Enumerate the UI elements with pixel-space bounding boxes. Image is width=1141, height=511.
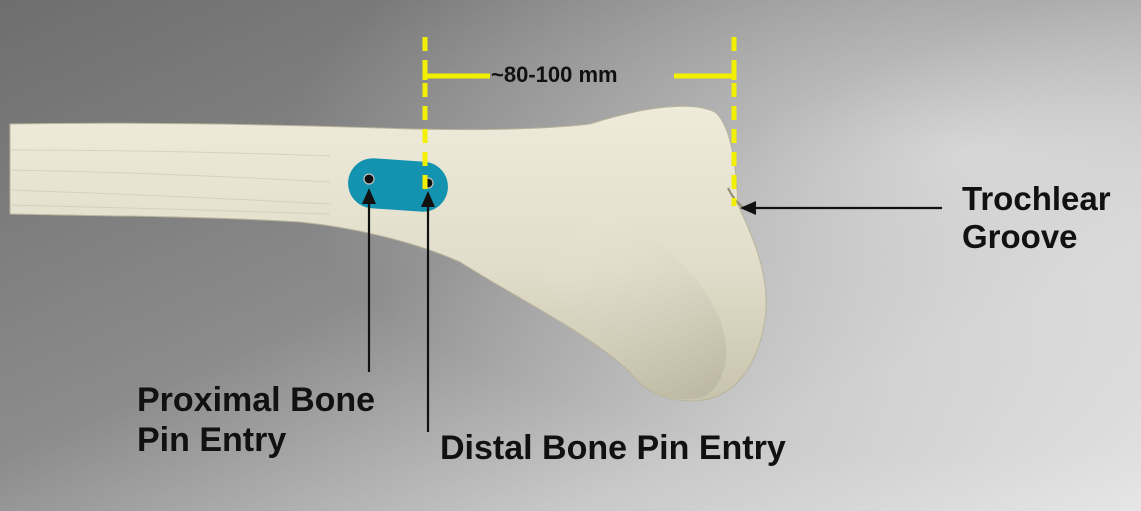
proximal-pin-entry-label: Proximal Bone Pin Entry (137, 380, 375, 460)
measurement-label: ~80-100 mm (491, 62, 618, 88)
trochlear-label-line2: Groove (962, 218, 1111, 256)
proximal-pin-hole (364, 174, 374, 184)
proximal-label-line2: Pin Entry (137, 420, 375, 460)
distal-pin-entry-label: Distal Bone Pin Entry (440, 428, 786, 468)
proximal-label-line1: Proximal Bone (137, 380, 375, 420)
cutting-guide (346, 157, 449, 214)
trochlear-label-line1: Trochlear (962, 180, 1111, 218)
trochlear-groove-label: Trochlear Groove (962, 180, 1111, 256)
